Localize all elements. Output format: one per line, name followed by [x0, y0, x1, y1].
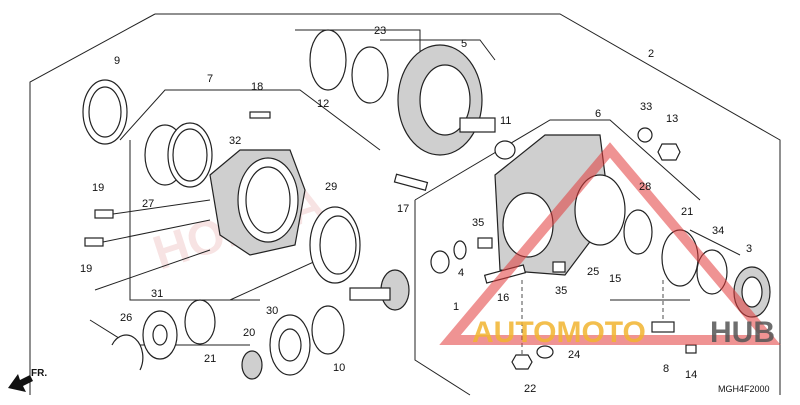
callout-13: 13: [666, 113, 678, 125]
callout-31: 31: [151, 288, 163, 300]
callout-25: 25: [587, 266, 599, 278]
callout-labels: 1 2 3 4 5 6 7 8 9 10 11 12 13 14 15 16 1…: [80, 25, 752, 395]
callout-35: 35: [472, 217, 484, 229]
diagram-code: MGH4F2000: [718, 384, 770, 394]
callout-20: 20: [243, 327, 255, 339]
callout-7: 7: [207, 73, 213, 85]
part-10-ring: [311, 305, 345, 355]
callout-4: 4: [458, 267, 464, 279]
part-20-gear: [241, 350, 263, 380]
callout-11: 11: [500, 115, 511, 127]
callout-21b: 21: [204, 353, 216, 365]
callout-5: 5: [461, 38, 467, 50]
parts-21-31-26: [111, 299, 216, 371]
parts-33-13: [637, 127, 681, 161]
part-17-stud: [393, 173, 429, 191]
callout-21: 21: [681, 206, 693, 218]
callout-6: 6: [595, 108, 601, 120]
callout-18: 18: [251, 81, 263, 93]
callout-19b: 19: [80, 263, 92, 275]
callout-34: 34: [712, 225, 724, 237]
callout-1: 1: [453, 301, 459, 313]
callout-23: 23: [374, 25, 386, 37]
callout-2: 2: [648, 48, 654, 60]
callout-15: 15: [609, 273, 621, 285]
callout-33: 33: [640, 101, 652, 113]
callout-14: 14: [685, 369, 697, 381]
watermark-text-b: HUB: [710, 316, 775, 349]
part-7-housing: [209, 149, 306, 256]
callout-12: 12: [317, 98, 329, 110]
callout-3: 3: [746, 243, 752, 255]
callout-29: 29: [325, 181, 337, 193]
callout-26: 26: [120, 312, 132, 324]
fr-label: FR.: [31, 368, 47, 379]
part-29-bearing: [309, 206, 361, 284]
pinion-gear: [349, 269, 410, 311]
part-11-ring: [494, 140, 516, 160]
callout-35b: 35: [555, 285, 567, 297]
callout-24: 24: [568, 349, 580, 361]
callout-27: 27: [142, 198, 154, 210]
callout-16: 16: [497, 292, 509, 304]
callout-10: 10: [333, 362, 345, 374]
callout-19: 19: [92, 182, 104, 194]
callout-28: 28: [639, 181, 651, 193]
parts-8-14-22-24: [511, 280, 697, 370]
assembly-frame-lines: [29, 13, 781, 396]
bolts-18-19: [84, 111, 271, 247]
callout-32: 32: [229, 135, 241, 147]
callout-17: 17: [397, 203, 409, 215]
callout-9: 9: [114, 55, 120, 67]
part-27-32-rings: [144, 122, 213, 188]
callout-8: 8: [663, 363, 669, 375]
part-5-ring-gear: [397, 44, 496, 156]
callout-30: 30: [266, 305, 278, 317]
part-30-bearing: [269, 314, 311, 376]
parts-28-21-34-3: [623, 209, 771, 318]
watermark: AUTOMOTO HUB: [439, 142, 781, 349]
part-9-ring: [82, 79, 128, 145]
callout-22: 22: [524, 383, 536, 395]
front-direction-indicator: FR.: [8, 368, 47, 392]
part-6-case: [494, 134, 626, 276]
part-12-23-rings: [309, 29, 389, 104]
watermark-text-a: AUTOMOTO: [472, 316, 646, 349]
